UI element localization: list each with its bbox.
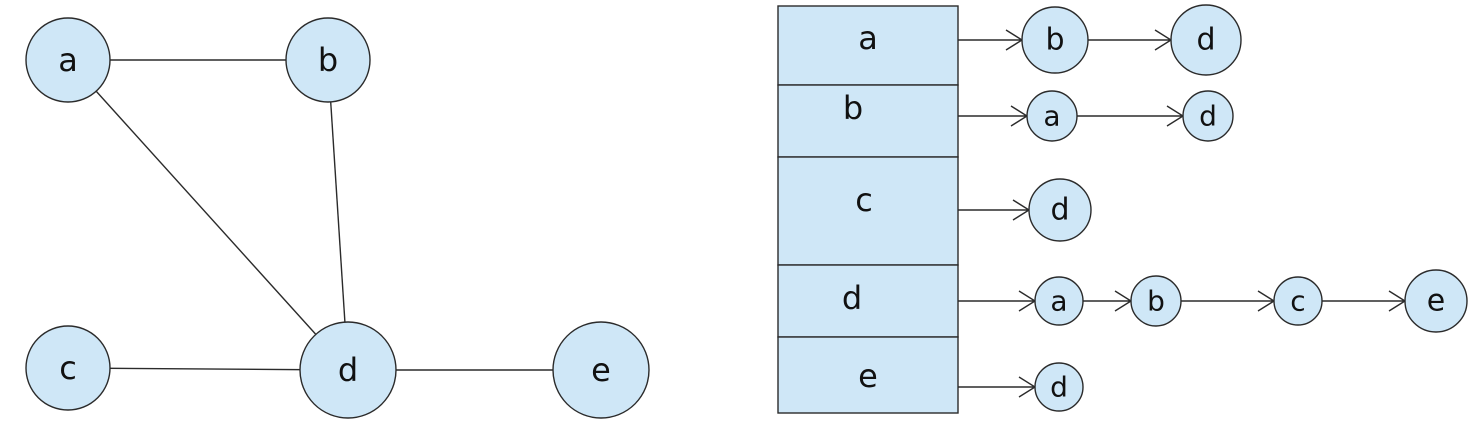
graph-edge-b-d xyxy=(327,59,349,371)
list-node-label: b xyxy=(1147,285,1165,318)
graph-node-label: c xyxy=(59,349,77,387)
graph-node-c: c xyxy=(25,325,111,411)
vertex-label-e: e xyxy=(858,357,878,395)
vertex-label-d: d xyxy=(842,279,862,317)
graph-node-b: b xyxy=(285,17,371,103)
arrow-b-to-d xyxy=(1088,29,1173,51)
list-node-b-a: a xyxy=(1026,90,1078,142)
list-node-label: c xyxy=(1290,285,1305,318)
list-node-c-d: d xyxy=(1028,178,1092,242)
arrow-b-to-a xyxy=(958,105,1029,127)
graph-panel: a b c d e xyxy=(25,17,650,419)
list-node-label: b xyxy=(1045,23,1064,58)
vertex-cell-d xyxy=(777,264,959,338)
arrow-b-to-c xyxy=(1181,290,1276,312)
list-node-d-e: e xyxy=(1404,269,1468,333)
vertex-cell-c xyxy=(777,156,959,266)
list-node-d-a: a xyxy=(1034,276,1084,326)
list-node-e-d: d xyxy=(1034,362,1084,412)
arrow-a-to-b xyxy=(958,29,1024,51)
list-node-label: d xyxy=(1196,23,1215,58)
list-node-label: a xyxy=(1043,100,1060,133)
list-node-label: a xyxy=(1050,285,1067,318)
graph-edge-a-d xyxy=(67,59,349,371)
vertex-label-c: c xyxy=(855,181,873,219)
list-node-label: e xyxy=(1427,284,1445,319)
list-node-a-d: d xyxy=(1170,4,1242,76)
list-node-b-d: d xyxy=(1182,90,1234,142)
list-node-d-c: c xyxy=(1273,276,1323,326)
graph-node-label: b xyxy=(318,41,338,79)
graph-node-a: a xyxy=(25,17,111,103)
list-node-d-b: b xyxy=(1130,275,1182,327)
vertex-label-a: a xyxy=(858,19,878,57)
graph-node-label: a xyxy=(58,41,78,79)
adjacency-list-panel: a b c d e b d xyxy=(777,4,1468,414)
arrow-a-to-d xyxy=(1077,105,1185,127)
vertex-cell-b xyxy=(777,84,959,158)
vertex-cell-e xyxy=(777,336,959,414)
graph-node-e: e xyxy=(552,321,650,419)
arrow-e-to-d xyxy=(958,376,1037,398)
arrow-c-to-e xyxy=(1322,290,1407,312)
list-node-label: d xyxy=(1050,193,1069,228)
graph-node-label: e xyxy=(591,351,611,389)
arrow-d-to-a xyxy=(958,290,1037,312)
arrow-c-to-d xyxy=(958,199,1031,221)
list-node-label: d xyxy=(1050,371,1068,404)
list-node-a-b: b xyxy=(1021,6,1089,74)
vertex-label-b: b xyxy=(843,89,863,127)
list-node-label: d xyxy=(1199,100,1217,133)
graph-node-label: d xyxy=(338,351,358,389)
vertex-cell-a xyxy=(777,5,959,86)
adjacency-arrows xyxy=(958,29,1407,398)
arrow-a-to-b xyxy=(1083,290,1133,312)
graph-node-d: d xyxy=(299,321,397,419)
